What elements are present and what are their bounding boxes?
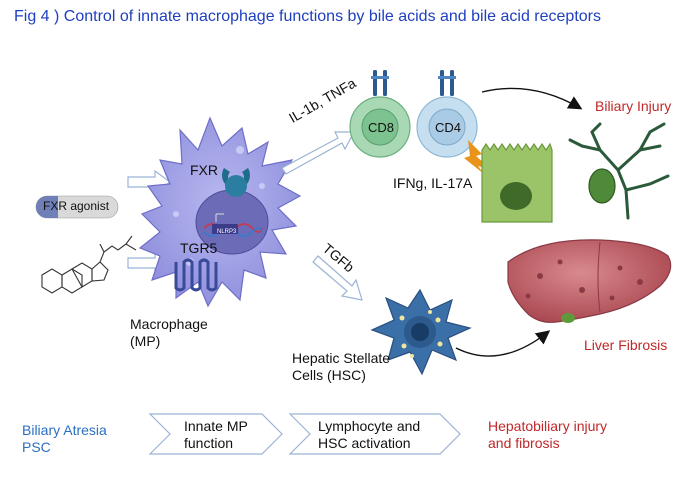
tgr5-label: TGR5: [180, 240, 218, 256]
fxr-agonist-label: FXR agonist: [43, 199, 110, 213]
step1-label: Innate MP: [184, 418, 248, 434]
cholangiocyte-cell: [481, 142, 553, 223]
figure-title: Fig 4 ) Control of innate macrophage fun…: [14, 8, 601, 25]
step-chevron-lymphocyte: [288, 413, 461, 455]
cd8-label: CD8: [368, 120, 395, 135]
cd4-receptor-icon: [438, 70, 456, 96]
liver-fibrosis-label: Liver Fibrosis: [584, 337, 668, 353]
ifng-il17a-label: IFNg, IL-17A: [393, 175, 473, 191]
step2-label: Lymphocyte and: [318, 418, 421, 434]
step1-label-line2: function: [184, 435, 234, 451]
cd8-receptor-icon: [371, 70, 389, 96]
hsc-label: Hepatic Stellate: [292, 350, 391, 366]
step-chevron-innate-mp: [148, 413, 283, 455]
arrow-to-hsc: [312, 255, 363, 301]
fxr-label: FXR: [190, 162, 218, 178]
bile-acid-molecule-icon: [41, 235, 137, 294]
macrophage-abbrev-label: (MP): [130, 333, 161, 349]
liver-icon: [507, 239, 672, 323]
arrow-to-liver-fibrosis: [455, 330, 551, 357]
cd8-t-cell: [349, 70, 411, 158]
hsc-abbrev-label: Cells (HSC): [292, 367, 366, 383]
gallbladder-icon: [588, 168, 616, 204]
macrophage-label: Macrophage: [130, 316, 208, 332]
disease-label-biliary-atresia: Biliary Atresia: [22, 422, 107, 438]
arrow-to-biliary-injury: [481, 87, 583, 110]
cd4-label: CD4: [435, 120, 462, 135]
result-label-line2: and fibrosis: [488, 435, 560, 451]
nlrp3-label: NLRP3: [217, 229, 237, 235]
hepatic-stellate-cell: [370, 288, 472, 376]
disease-label-psc: PSC: [22, 439, 51, 455]
biliary-tree-icon: [568, 122, 670, 220]
tgr5-receptor-icon: [174, 258, 218, 292]
cd4-t-cell: [416, 70, 478, 158]
arrow-to-t-cells: [281, 131, 355, 175]
biliary-injury-label: Biliary Injury: [595, 98, 672, 114]
step2-label-line2: HSC activation: [318, 435, 411, 451]
fxr-receptor-icon: [222, 168, 251, 197]
fxr-agonist-pill: [35, 195, 119, 219]
result-label: Hepatobiliary injury: [488, 418, 608, 434]
